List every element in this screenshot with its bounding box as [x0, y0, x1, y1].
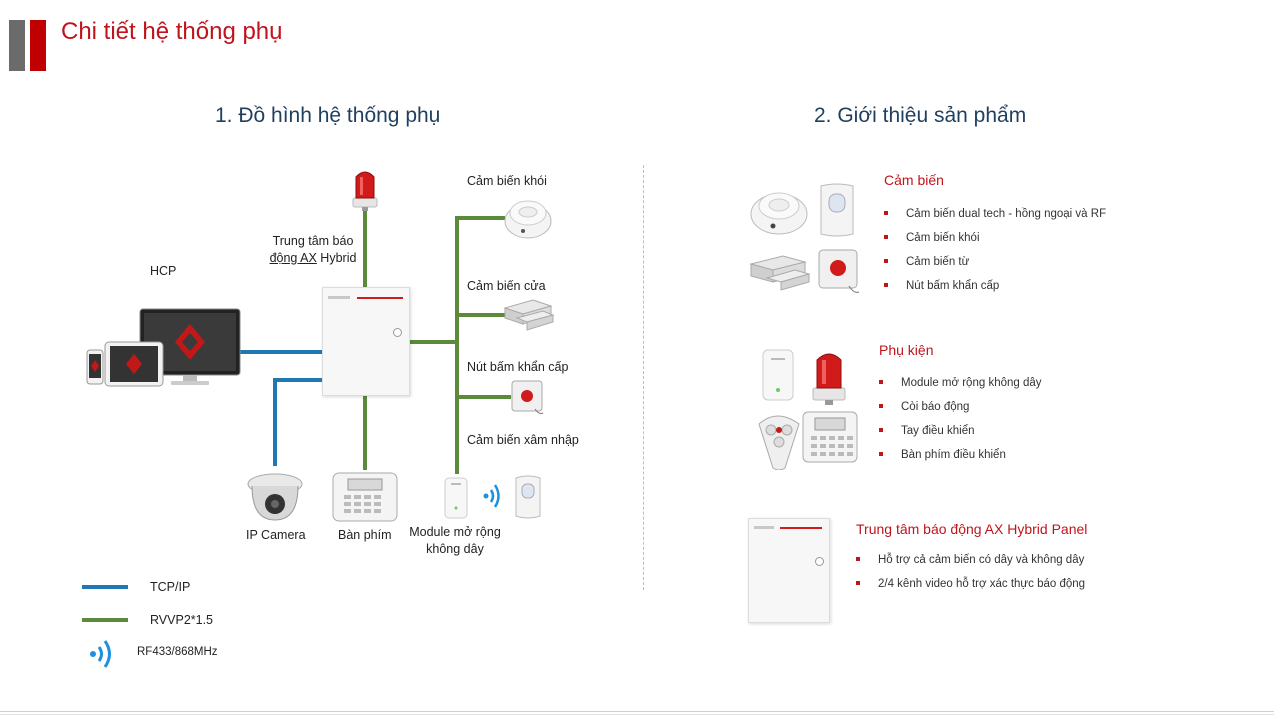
sensors-item: Cảm biến khói	[882, 230, 1106, 254]
panic-label: Nút bấm khẩn cấp	[467, 360, 569, 374]
rvvp-line-keypad	[363, 394, 367, 470]
accessories-list: Module mở rộng không dây Còi báo động Ta…	[877, 375, 1042, 471]
rf-signal-icon	[483, 484, 500, 508]
section1-heading: 1. Đồ hình hệ thống phụ	[215, 104, 441, 127]
ip-camera-icon	[247, 473, 303, 521]
module-label-line1: Module mở rộng	[409, 525, 501, 539]
legend-rvvp-swatch	[82, 618, 128, 622]
header-accent-gray	[9, 20, 25, 71]
door-label: Cảm biến cửa	[467, 279, 546, 293]
accessories-item: Module mở rộng không dây	[877, 375, 1042, 399]
panel-label-suffix: Hybrid	[316, 251, 357, 265]
footer-divider	[0, 711, 1274, 712]
sensors-product-icon	[749, 183, 860, 293]
panel-item: 2/4 kênh video hỗ trợ xác thực báo động	[854, 576, 1085, 600]
panel-product-icon	[748, 518, 830, 623]
sensors-title: Cảm biến	[884, 172, 944, 188]
sensors-item: Nút bấm khẩn cấp	[882, 278, 1106, 302]
intrusion-label: Cảm biến xâm nhập	[467, 433, 579, 447]
panel-label: Trung tâm báo động AX Hybrid	[263, 233, 363, 267]
door-sensor-icon	[503, 299, 555, 331]
ipcam-label: IP Camera	[246, 528, 306, 542]
panel-title: Trung tâm báo động AX Hybrid Panel	[856, 521, 1088, 537]
page-title: Chi tiết hệ thống phụ	[61, 18, 283, 45]
rvvp-line-panic	[455, 395, 511, 399]
smoke-label: Cảm biến khói	[467, 174, 547, 188]
keypad-icon	[332, 472, 398, 522]
legend-tcpip-swatch	[82, 585, 128, 589]
sensors-item: Cảm biến dual tech - hồng ngoại và RF	[882, 206, 1106, 230]
smoke-detector-icon	[504, 200, 552, 239]
accessories-title: Phụ kiện	[879, 342, 934, 358]
hcp-label: HCP	[150, 264, 177, 278]
panel-item: Hỗ trợ cả cảm biến có dây và không dây	[854, 552, 1085, 576]
rvvp-line-smoke	[455, 216, 505, 220]
footer-divider-secondary	[0, 714, 1274, 715]
rvvp-line-door	[455, 313, 505, 317]
module-label-line2: không dây	[426, 542, 484, 556]
alarm-panel-icon	[322, 287, 410, 396]
section-divider	[643, 165, 644, 590]
panel-label-line1: Trung tâm báo	[272, 234, 354, 248]
sensors-item: Cảm biến từ	[882, 254, 1106, 278]
panel-list: Hỗ trợ cả cảm biến có dây và không dây 2…	[854, 552, 1085, 600]
header-accent-red	[30, 20, 46, 71]
section2-heading: 2. Giới thiệu sản phẩm	[814, 104, 1027, 127]
module-label: Module mở rộng không dây	[403, 524, 507, 558]
legend-rf-icon	[90, 640, 111, 668]
rvvp-line-siren	[363, 210, 367, 300]
legend-rf-label: RF433/868MHz	[137, 646, 218, 658]
accessories-item: Bàn phím điều khiển	[877, 447, 1042, 471]
accessories-item: Còi báo động	[877, 399, 1042, 423]
tcpip-line-hcp	[240, 350, 324, 354]
rvvp-line-trunk	[455, 216, 459, 474]
tcpip-line-camera-h	[273, 378, 324, 382]
hcp-devices-icon	[86, 308, 241, 387]
tcpip-line-camera-v	[273, 378, 277, 466]
pir-sensor-icon	[515, 475, 541, 519]
accessories-item: Tay điều khiển	[877, 423, 1042, 447]
keypad-label: Bàn phím	[338, 528, 392, 542]
panel-label-line2: động AX Hybrid	[263, 250, 363, 267]
legend-tcpip-label: TCP/IP	[150, 580, 191, 594]
accessories-product-icon	[758, 349, 858, 470]
panel-label-link[interactable]: động AX	[269, 251, 317, 265]
legend-rvvp-label: RVVP2*1.5	[150, 613, 214, 627]
panic-button-icon	[511, 380, 544, 414]
wireless-module-icon	[444, 477, 468, 519]
sensors-list: Cảm biến dual tech - hồng ngoại và RF Cả…	[882, 206, 1106, 302]
siren-icon	[352, 171, 378, 211]
rvvp-line-bus	[408, 340, 456, 344]
